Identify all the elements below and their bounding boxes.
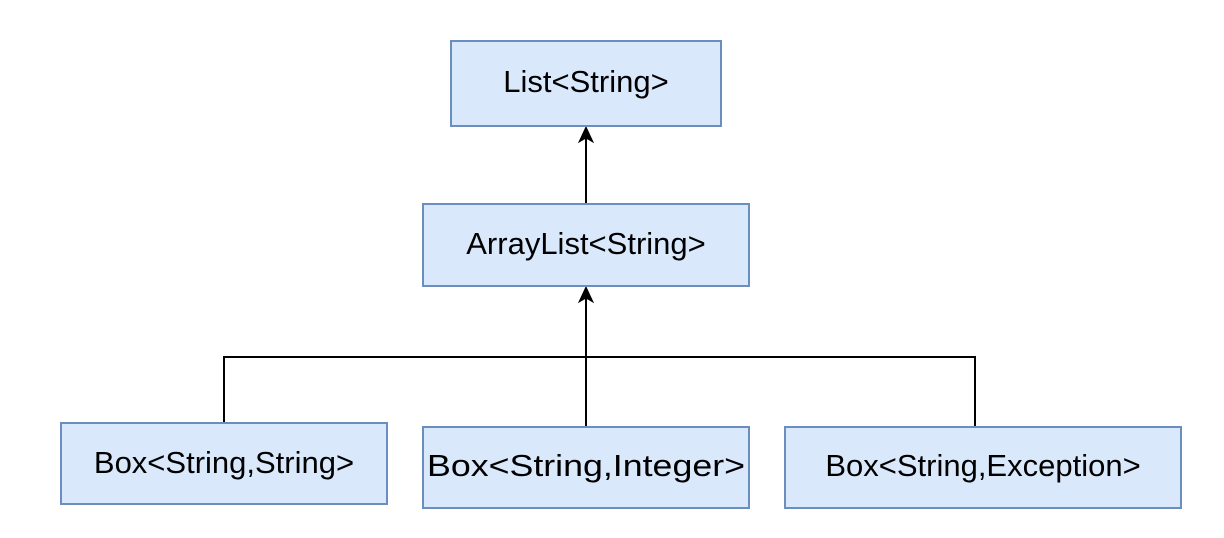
- node-box-string-string[interactable]: Box<String,String>: [60, 422, 388, 505]
- node-box-string-integer-label: Box<String,Integer>: [427, 448, 745, 483]
- node-box-string-integer-box: [422, 426, 750, 509]
- node-arraylist[interactable]: ArrayList<String>: [422, 203, 750, 287]
- node-box-string-string-box: [60, 422, 388, 505]
- arrowhead-arraylist: [577, 285, 595, 304]
- node-list-label: List<String>: [503, 64, 668, 99]
- arrowhead-list: [577, 125, 595, 144]
- node-list-box: [450, 40, 722, 127]
- edges: [223, 125, 976, 426]
- edge-box-string-string-to-arraylist: [223, 298, 587, 422]
- node-box-string-string-label: Box<String,String>: [94, 445, 354, 480]
- node-list[interactable]: List<String>: [450, 40, 722, 127]
- node-box-string-exception-label: Box<String,Exception>: [825, 448, 1140, 483]
- node-arraylist-label: ArrayList<String>: [466, 226, 706, 261]
- node-box-string-integer[interactable]: Box<String,Integer>: [422, 426, 750, 509]
- node-box-string-exception-box: [784, 426, 1182, 509]
- node-box-string-exception[interactable]: Box<String,Exception>: [784, 426, 1182, 509]
- node-arraylist-box: [422, 203, 750, 287]
- edge-box-string-exception-to-arraylist: [585, 298, 976, 426]
